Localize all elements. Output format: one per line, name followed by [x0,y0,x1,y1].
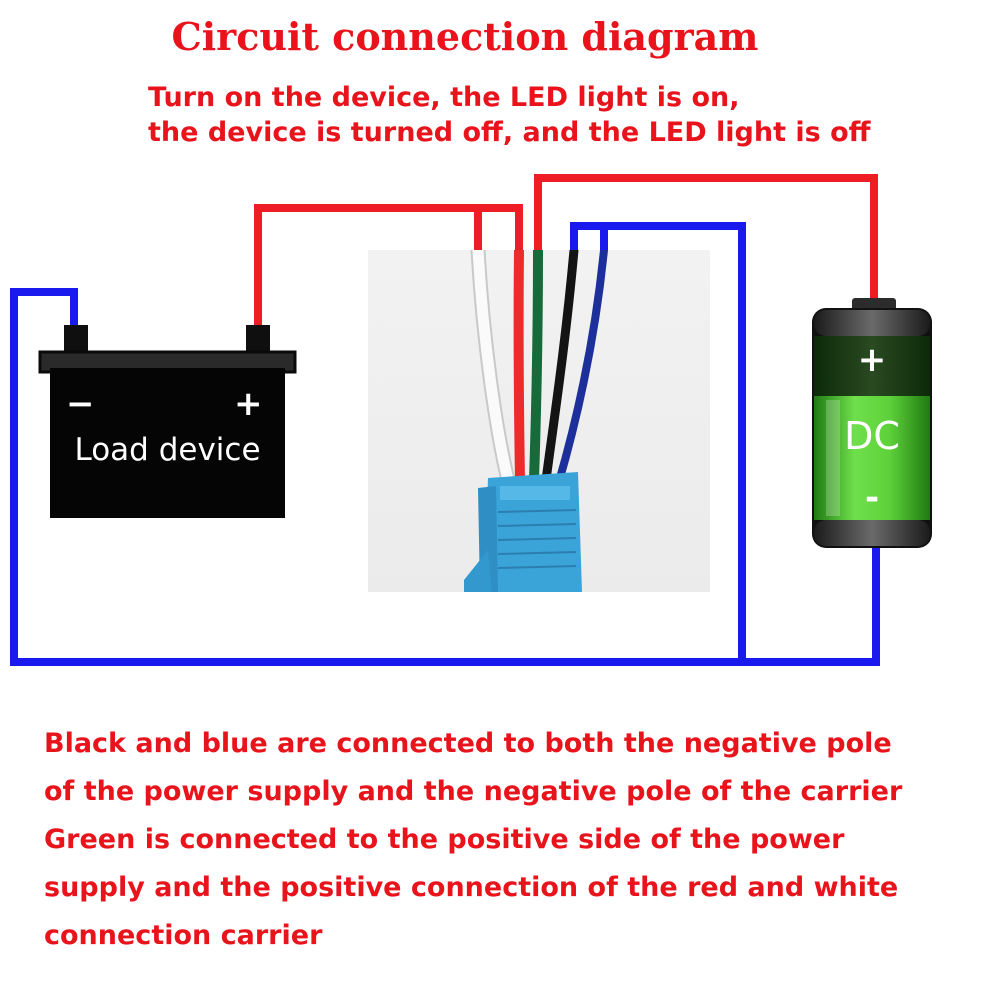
wire-load-negative [10,288,742,666]
load-device-label: Load device [74,432,261,468]
connector-photo [368,242,710,592]
note-line-2: of the power supply and the negative pol… [44,776,903,807]
note-line-3: Green is connected to the positive side … [44,824,845,855]
subtitle-line-1: Turn on the device, the LED light is on, [148,82,740,113]
blue-wire [554,246,608,489]
load-minus-sign: − [66,384,95,424]
green-wire [529,245,543,485]
battery-minus-sign: - [864,478,880,518]
wire-battery-negative [742,540,880,666]
load-terminal-positive [246,325,270,355]
battery-shine [826,400,840,516]
note-line-5: connection carrier [44,920,323,951]
load-device [38,325,297,518]
load-terminal-negative [64,325,88,355]
blue-plug [464,472,582,592]
battery-top-band [814,310,930,336]
positive-wires [254,174,878,330]
wire-load-positive [254,204,523,330]
dc-battery [812,298,932,548]
battery-plus-sign: + [857,340,887,380]
black-wire [541,245,579,485]
note-line-4: supply and the positive connection of th… [44,872,899,903]
red-wire [513,245,525,485]
load-device-body [50,368,285,518]
load-plus-sign: + [234,384,263,424]
note-line-1: Black and blue are connected to both the… [44,728,892,759]
wire-battery-positive [534,174,878,304]
subtitle: Turn on the device, the LED light is on,… [148,80,871,150]
connector-illustration [464,242,608,592]
battery-label: DC [844,414,900,458]
subtitle-line-2: the device is turned off, and the LED li… [148,117,871,148]
battery-empty-area [814,336,930,396]
white-wire [472,244,514,486]
wire-connector-negative-outer [570,222,746,662]
battery-bottom-band [814,520,930,546]
diagram-title: Circuit connection diagram [171,14,759,59]
battery-charge-level [814,396,930,520]
wiring-notes: Black and blue are connected to both the… [44,720,902,960]
